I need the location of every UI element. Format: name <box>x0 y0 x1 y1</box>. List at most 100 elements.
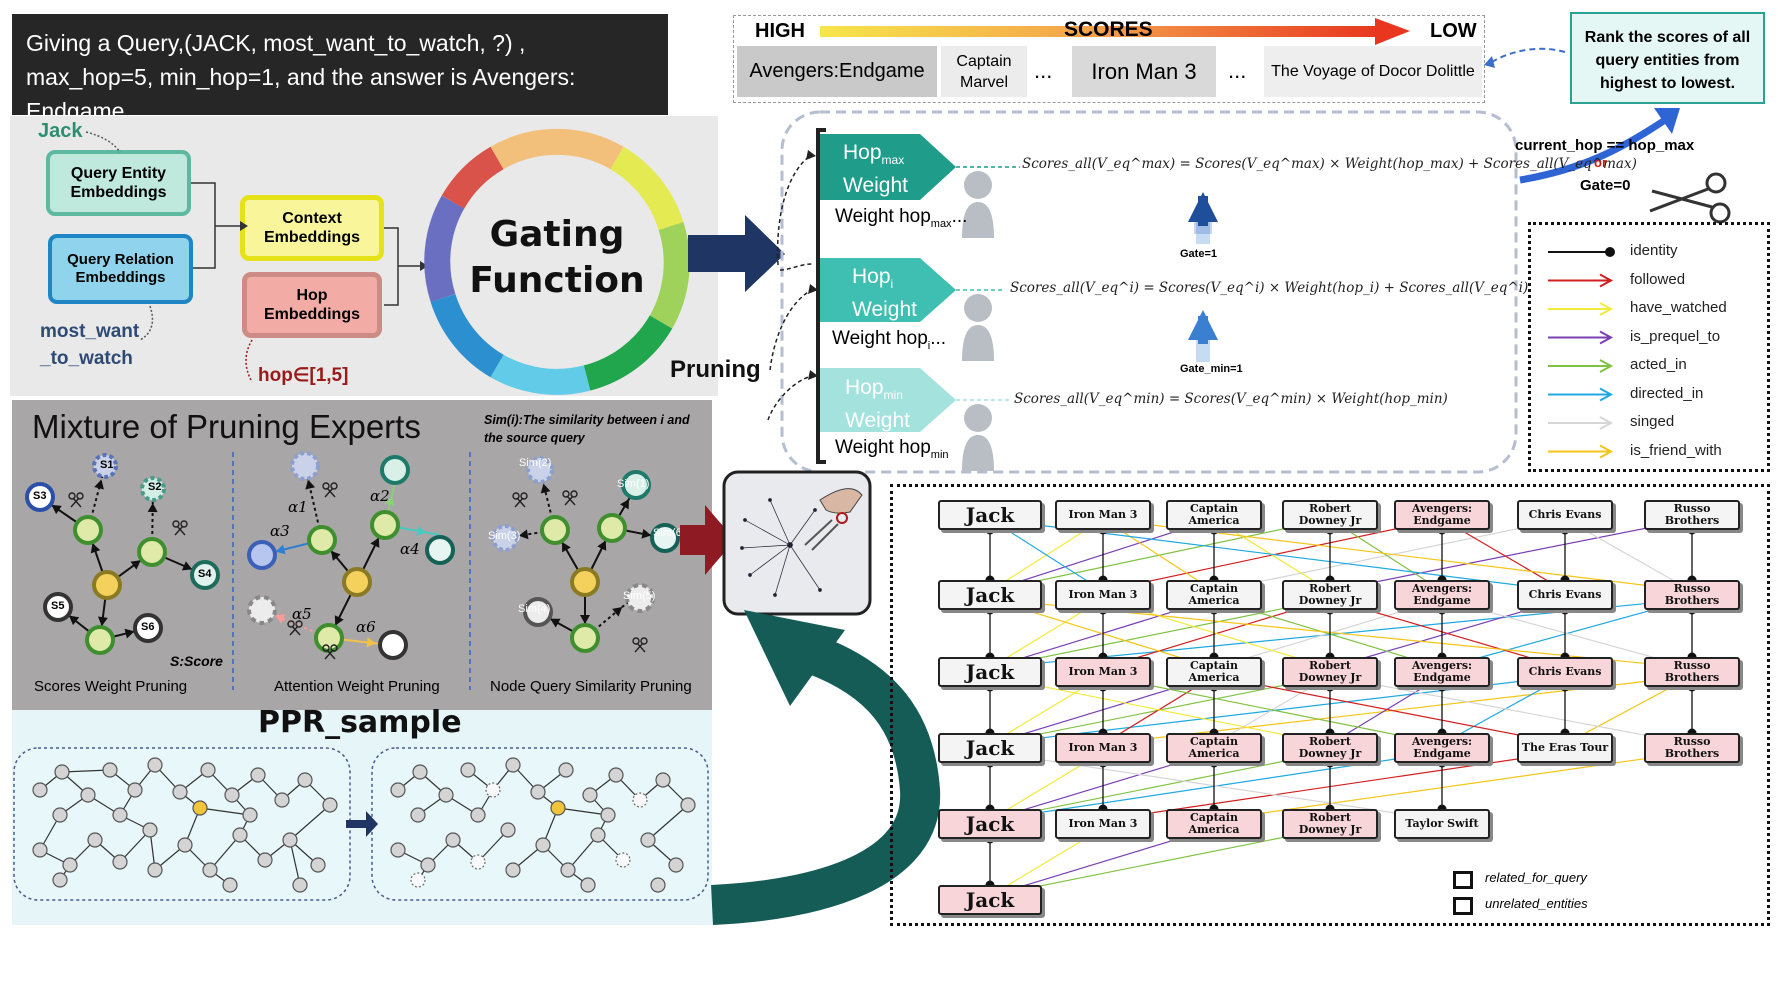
hop-max-caption: Weight hopmax... <box>835 206 968 230</box>
ppr-node <box>550 800 566 816</box>
ppr-node <box>310 857 326 873</box>
graph-node <box>190 560 220 590</box>
legend-label: is_prequel_to <box>1630 327 1721 345</box>
alpha-label: α6 <box>356 618 376 636</box>
knowledge-graph-panel <box>890 484 1770 926</box>
scores-gradient-arrow <box>820 18 1410 45</box>
score-item: Iron Man 3 <box>1072 46 1216 97</box>
alpha-label: α2 <box>370 487 390 505</box>
graph-node <box>425 535 455 565</box>
pruning-label: Pruning <box>670 356 761 383</box>
s-label: S3 <box>33 490 47 502</box>
ppr-node <box>470 854 486 870</box>
ppr-node <box>32 782 48 798</box>
legend-label: singed <box>1630 413 1675 430</box>
ppr-node <box>615 852 631 868</box>
kg-node: Captain America <box>1166 809 1262 839</box>
alpha-label: α1 <box>288 498 308 516</box>
ppr-node <box>142 822 158 838</box>
mixture-panel <box>12 400 712 710</box>
ppr-node <box>112 854 128 870</box>
scores-high: HIGH <box>755 20 805 42</box>
kg-node: The Eras Tour <box>1517 733 1613 763</box>
edge-legend <box>1528 222 1770 472</box>
kg-identity-edge <box>1437 605 1447 662</box>
kg-node: Jack <box>938 580 1042 610</box>
graph-node <box>621 470 651 500</box>
sim-label: Sim(6) <box>653 527 686 539</box>
graph-node <box>523 597 553 627</box>
graph-node <box>137 537 167 567</box>
ppr-node <box>282 832 298 848</box>
kg-node: Robert Downey Jr <box>1282 733 1378 763</box>
kg-identity-edge <box>1209 682 1219 738</box>
ppr-node <box>558 762 574 778</box>
ppr-node <box>445 832 461 848</box>
score-ellipsis: ... <box>1034 58 1053 83</box>
rank-note: Rank the scores of all query entities fr… <box>1570 12 1765 104</box>
ppr-node <box>172 784 188 800</box>
ppr-node <box>192 800 208 816</box>
ppr-node <box>640 832 656 848</box>
graph-node <box>290 451 320 481</box>
graph-edge <box>584 597 634 639</box>
ppr-node <box>52 807 68 823</box>
expert-scores-weight: Scores Weight Pruning <box>34 678 188 695</box>
kg-node: Robert Downey Jr <box>1282 500 1378 530</box>
ppr-node <box>535 837 551 853</box>
s-label: S2 <box>148 481 162 493</box>
context-embeddings: Context Embeddings <box>240 195 384 261</box>
graph-node <box>92 453 118 479</box>
graph-node <box>570 623 600 653</box>
scissors-icon <box>512 492 528 508</box>
graph-node <box>378 630 408 660</box>
legend-label: identity <box>1630 242 1678 259</box>
graph-node <box>526 456 554 484</box>
graph-node <box>570 567 600 597</box>
scores-title: SCORES <box>1064 18 1153 41</box>
kg-identity-edge <box>1325 682 1335 738</box>
kg-node: Chris Evans <box>1517 500 1613 530</box>
kg-node: Russo Brothers <box>1644 733 1740 763</box>
kg-identity-edge <box>1098 605 1108 662</box>
ppr-node <box>202 862 218 878</box>
ppr-node <box>177 837 193 853</box>
kg-node: Taylor Swift <box>1394 809 1490 839</box>
legend-line-is_prequel_to <box>1548 330 1614 345</box>
formula-i: Scores_all(V_eq^i) = Scores(V_eq^i) × We… <box>1010 280 1529 296</box>
s-label: S4 <box>198 568 212 580</box>
sim-label: Sim(1) <box>617 478 650 490</box>
ppr-node <box>292 877 308 893</box>
score-ellipsis: ... <box>1228 58 1247 83</box>
ppr-node <box>222 877 238 893</box>
ppr-node <box>390 842 406 858</box>
hop-embeddings: Hop Embeddings <box>242 272 382 338</box>
kg-identity-edge <box>985 682 995 738</box>
graph-node <box>650 523 680 553</box>
legend-label: have_watched <box>1630 299 1727 316</box>
graph-node <box>73 515 103 545</box>
gate-1-label: Gate=1 <box>1180 248 1217 260</box>
legend-line-identity <box>1548 247 1615 257</box>
kg-node: Captain America <box>1166 657 1262 687</box>
hand-scissors-icon <box>804 488 863 551</box>
kg-node: Avengers: Endgame <box>1394 733 1490 763</box>
legend-line-is_friend_with <box>1548 444 1614 459</box>
ppr-node <box>680 797 696 813</box>
legend-line-directed_in <box>1548 387 1614 402</box>
ppr-node <box>62 857 78 873</box>
ppr-node <box>560 862 576 878</box>
score-item: Avengers:Endgame <box>737 46 937 97</box>
kg-node: Robert Downey Jr <box>1282 657 1378 687</box>
graph-node <box>25 482 55 512</box>
person-icon <box>962 171 994 471</box>
legend-label: acted_in <box>1630 356 1687 373</box>
legend-label: followed <box>1630 270 1686 288</box>
